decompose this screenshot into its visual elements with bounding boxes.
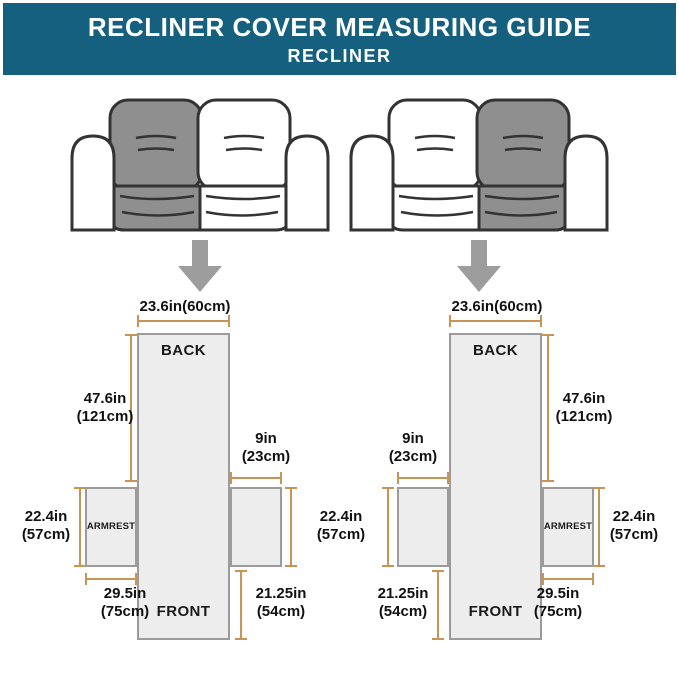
dim-armrest-height-right: 22.4in (57cm): [316, 508, 366, 543]
page-subtitle: RECLINER: [287, 45, 392, 66]
dim-line-front-width: [542, 573, 594, 585]
dim-line-armrest-height-right: [593, 487, 605, 567]
back-to-front-panel: [137, 333, 230, 640]
dim-front-width: 29.5in (75cm): [100, 585, 150, 620]
armrest-label: ARMREST: [86, 521, 136, 532]
dim-line-front-drop: [432, 570, 444, 640]
dim-flap-width: 9in (23cm): [241, 430, 291, 465]
dim-armrest-height-left: 22.4in (57cm): [21, 508, 71, 543]
dim-line-top-width: [137, 315, 230, 327]
back-label: BACK: [161, 342, 206, 359]
armrest-flap-left: [85, 487, 137, 567]
dim-line-flap-width: [230, 472, 282, 484]
dim-armrest-height-right: 22.4in (57cm): [609, 508, 659, 543]
dim-line-back-height: [125, 334, 137, 482]
dim-back-height: 47.6in (121cm): [76, 390, 134, 425]
loveseat-right-illustration-svg: [349, 98, 609, 232]
down-arrow-icon: [178, 240, 222, 292]
back-label: BACK: [473, 342, 518, 359]
dim-line-front-drop: [235, 570, 247, 640]
dim-front-width: 29.5in (75cm): [533, 585, 583, 620]
loveseat-right-highlighted-illustration: [343, 90, 615, 238]
back-to-front-panel: [449, 333, 542, 640]
front-label: FRONT: [156, 603, 211, 620]
armrest-flap-right: [230, 487, 282, 567]
header: RECLINER COVER MEASURING GUIDE RECLINER: [3, 3, 676, 75]
loveseat-left-illustration-svg: [70, 98, 330, 232]
armrest-flap-right: [542, 487, 594, 567]
dim-line-armrest-height-right: [285, 487, 297, 567]
dim-top-width: 23.6in(60cm): [139, 298, 231, 315]
front-label: FRONT: [468, 603, 523, 620]
page-title: RECLINER COVER MEASURING GUIDE: [87, 11, 592, 42]
dim-top-width: 23.6in(60cm): [451, 298, 543, 315]
dim-line-front-width: [85, 573, 137, 585]
dim-line-armrest-height-left: [74, 487, 86, 567]
dim-front-drop: 21.25in (54cm): [255, 585, 307, 620]
dim-front-drop: 21.25in (54cm): [377, 585, 429, 620]
dim-flap-width: 9in (23cm): [388, 430, 438, 465]
armrest-label: ARMREST: [543, 521, 593, 532]
down-arrow-icon: [457, 240, 501, 292]
loveseat-left-highlighted-illustration: [64, 90, 336, 238]
dim-back-height: 47.6in (121cm): [555, 390, 613, 425]
armrest-flap-left: [397, 487, 449, 567]
dim-line-flap-width: [397, 472, 449, 484]
dim-line-top-width: [449, 315, 542, 327]
dim-line-armrest-height-left: [382, 487, 394, 567]
dim-line-back-height: [542, 334, 554, 482]
